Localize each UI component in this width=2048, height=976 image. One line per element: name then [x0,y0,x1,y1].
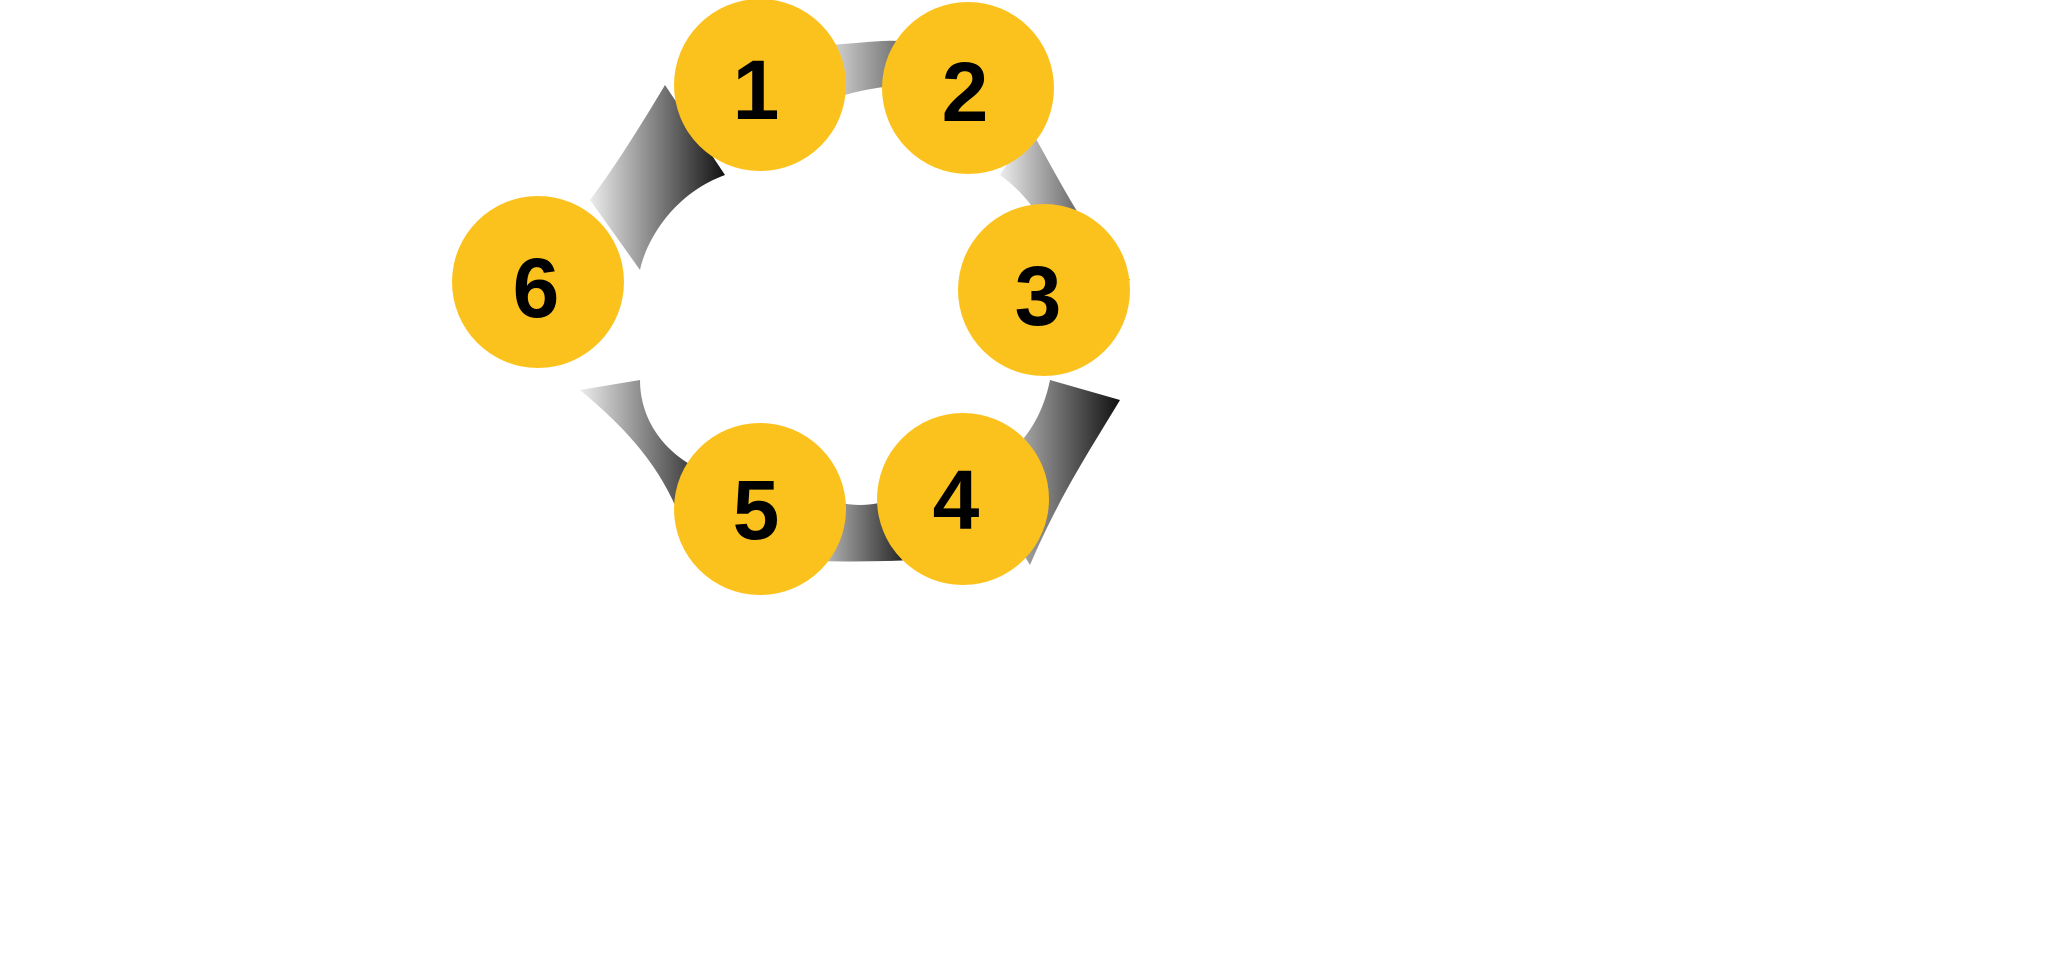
step-2: 2 [882,2,1054,174]
step-2-label: 2 [942,45,989,139]
step-1-label: 1 [733,43,780,137]
step-1: 1 [674,0,846,171]
step-3: 3 [958,204,1130,376]
step-3-label: 3 [1015,249,1062,343]
step-5: 5 [674,423,846,595]
step-6-label: 6 [513,241,560,335]
step-5-label: 5 [733,463,780,557]
step-6: 6 [452,196,624,368]
step-4: 4 [877,413,1049,585]
step-4-label: 4 [933,453,980,547]
